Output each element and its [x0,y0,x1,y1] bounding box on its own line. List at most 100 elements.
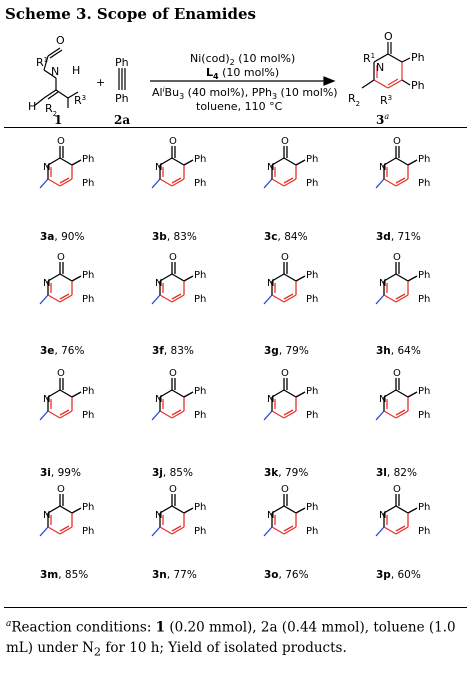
svg-text:R1: R1 [36,56,48,69]
svg-text:Ph: Ph [82,502,94,513]
svg-text:Ph: Ph [194,294,206,305]
compound-label: 3m, 85% [40,569,88,581]
svg-text:N: N [155,162,162,173]
svg-text:Ph: Ph [194,270,206,281]
svg-text:Ph: Ph [82,294,94,305]
svg-text:O: O [393,368,401,379]
svg-text:N: N [43,278,50,289]
svg-text:Ph: Ph [418,386,430,397]
svg-text:O: O [281,484,289,495]
svg-text:O: O [281,136,289,147]
svg-text:N: N [267,162,274,173]
svg-text:AliBu3 (40 mol%), PPh3 (10 mol: AliBu3 (40 mol%), PPh3 (10 mol%) [152,86,338,101]
svg-text:O: O [57,252,65,263]
svg-text:Ph: Ph [418,154,430,165]
svg-text:Ph: Ph [306,502,318,513]
reaction-header-text: O R1 N H H R2 R3 Ph Ph + O R1 N Ph Ph R3… [28,30,425,118]
svg-text:Ph: Ph [418,178,430,189]
svg-text:O: O [56,34,65,47]
compound-label: 3c, 84% [264,231,308,243]
svg-text:toluene, 110 °C: toluene, 110 °C [196,100,283,113]
svg-text:O: O [57,368,65,379]
compound-label: 3j, 85% [152,467,193,479]
compound-label: 3a, 90% [40,231,84,243]
compound-label: 3i, 99% [40,467,81,479]
svg-text:Ph: Ph [82,386,94,397]
svg-text:Ph: Ph [194,502,206,513]
footer-rule [4,607,467,608]
svg-text:O: O [57,136,65,147]
compound-label: 3d, 71% [376,231,421,243]
svg-text:N: N [43,510,50,521]
svg-text:Ph: Ph [306,294,318,305]
svg-text:Ph: Ph [418,410,430,421]
svg-text:Ph: Ph [306,526,318,537]
svg-text:Ph: Ph [306,178,318,189]
svg-text:Ph: Ph [82,178,94,189]
svg-text:O: O [169,368,177,379]
svg-text:Ph: Ph [115,56,129,69]
reaction-conditions: Ni(cod)2 (10 mol%) L4 (10 mol%) AliBu3 (… [152,52,338,113]
compound-label: 3n, 77% [152,569,197,581]
svg-text:N: N [379,510,386,521]
compound-label: 3e, 76% [40,345,84,357]
svg-text:N: N [267,510,274,521]
svg-text:Ph: Ph [82,154,94,165]
svg-text:O: O [281,252,289,263]
svg-text:Ph: Ph [115,92,129,105]
svg-text:N: N [379,162,386,173]
svg-text:H: H [28,100,36,113]
svg-text:N: N [155,278,162,289]
label-2a: 2a [114,113,130,127]
svg-text:Ph: Ph [82,410,94,421]
svg-text:Ph: Ph [306,386,318,397]
svg-text:Ph: Ph [194,386,206,397]
compound-label: 3l, 82% [376,467,417,479]
svg-text:Ph: Ph [411,51,425,64]
svg-text:Ni(cod)2 (10 mol%): Ni(cod)2 (10 mol%) [190,52,295,67]
svg-text:Ph: Ph [418,526,430,537]
svg-text:R3: R3 [74,94,86,107]
svg-text:O: O [169,252,177,263]
svg-text:L4 (10 mol%): L4 (10 mol%) [206,66,279,81]
compound-label: 3p, 60% [376,569,421,581]
svg-text:N: N [379,278,386,289]
header-rule [4,127,467,128]
label-1: 1 [54,113,62,127]
plus-sign: + [96,76,105,89]
svg-text:O: O [169,484,177,495]
svg-text:N: N [43,394,50,405]
svg-text:Ph: Ph [194,178,206,189]
svg-text:R2: R2 [348,92,360,108]
svg-text:Ph: Ph [306,270,318,281]
compound-label: 3k, 79% [264,467,308,479]
svg-text:N: N [43,162,50,173]
compound-label: 3f, 83% [152,345,194,357]
svg-text:N: N [155,394,162,405]
svg-text:O: O [57,484,65,495]
svg-text:N: N [267,278,274,289]
svg-text:Ph: Ph [82,270,94,281]
svg-text:Ph: Ph [82,526,94,537]
svg-text:O: O [384,30,393,43]
compound-label: 3g, 79% [264,345,309,357]
svg-text:N: N [379,394,386,405]
svg-text:N: N [155,510,162,521]
compound-label: 3b, 83% [152,231,197,243]
svg-text:O: O [393,484,401,495]
svg-text:N: N [267,394,274,405]
svg-text:Ph: Ph [306,154,318,165]
